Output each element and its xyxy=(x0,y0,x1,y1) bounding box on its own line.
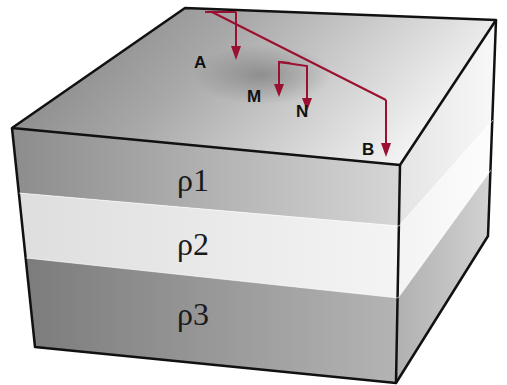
electrode-label: N xyxy=(296,103,308,120)
surface-shading xyxy=(192,45,332,105)
block-edges xyxy=(12,8,496,383)
layer-3-band: ρ3 xyxy=(93,284,293,344)
electrode-wiring xyxy=(205,12,386,145)
resistivity-label: ρ3 xyxy=(177,298,209,330)
electrode-label: B xyxy=(362,141,374,158)
electrode-arrowheads xyxy=(231,46,391,157)
electrode-label: A xyxy=(194,54,206,71)
layer-3-side xyxy=(396,170,491,383)
layer-1-band: ρ1 xyxy=(93,155,293,205)
layer-2-band: ρ2 xyxy=(93,219,293,269)
resistivity-label: ρ1 xyxy=(177,164,209,196)
resistivity-label: ρ2 xyxy=(177,228,209,260)
electrode-label: M xyxy=(247,88,261,105)
layer-boundaries xyxy=(19,120,493,298)
